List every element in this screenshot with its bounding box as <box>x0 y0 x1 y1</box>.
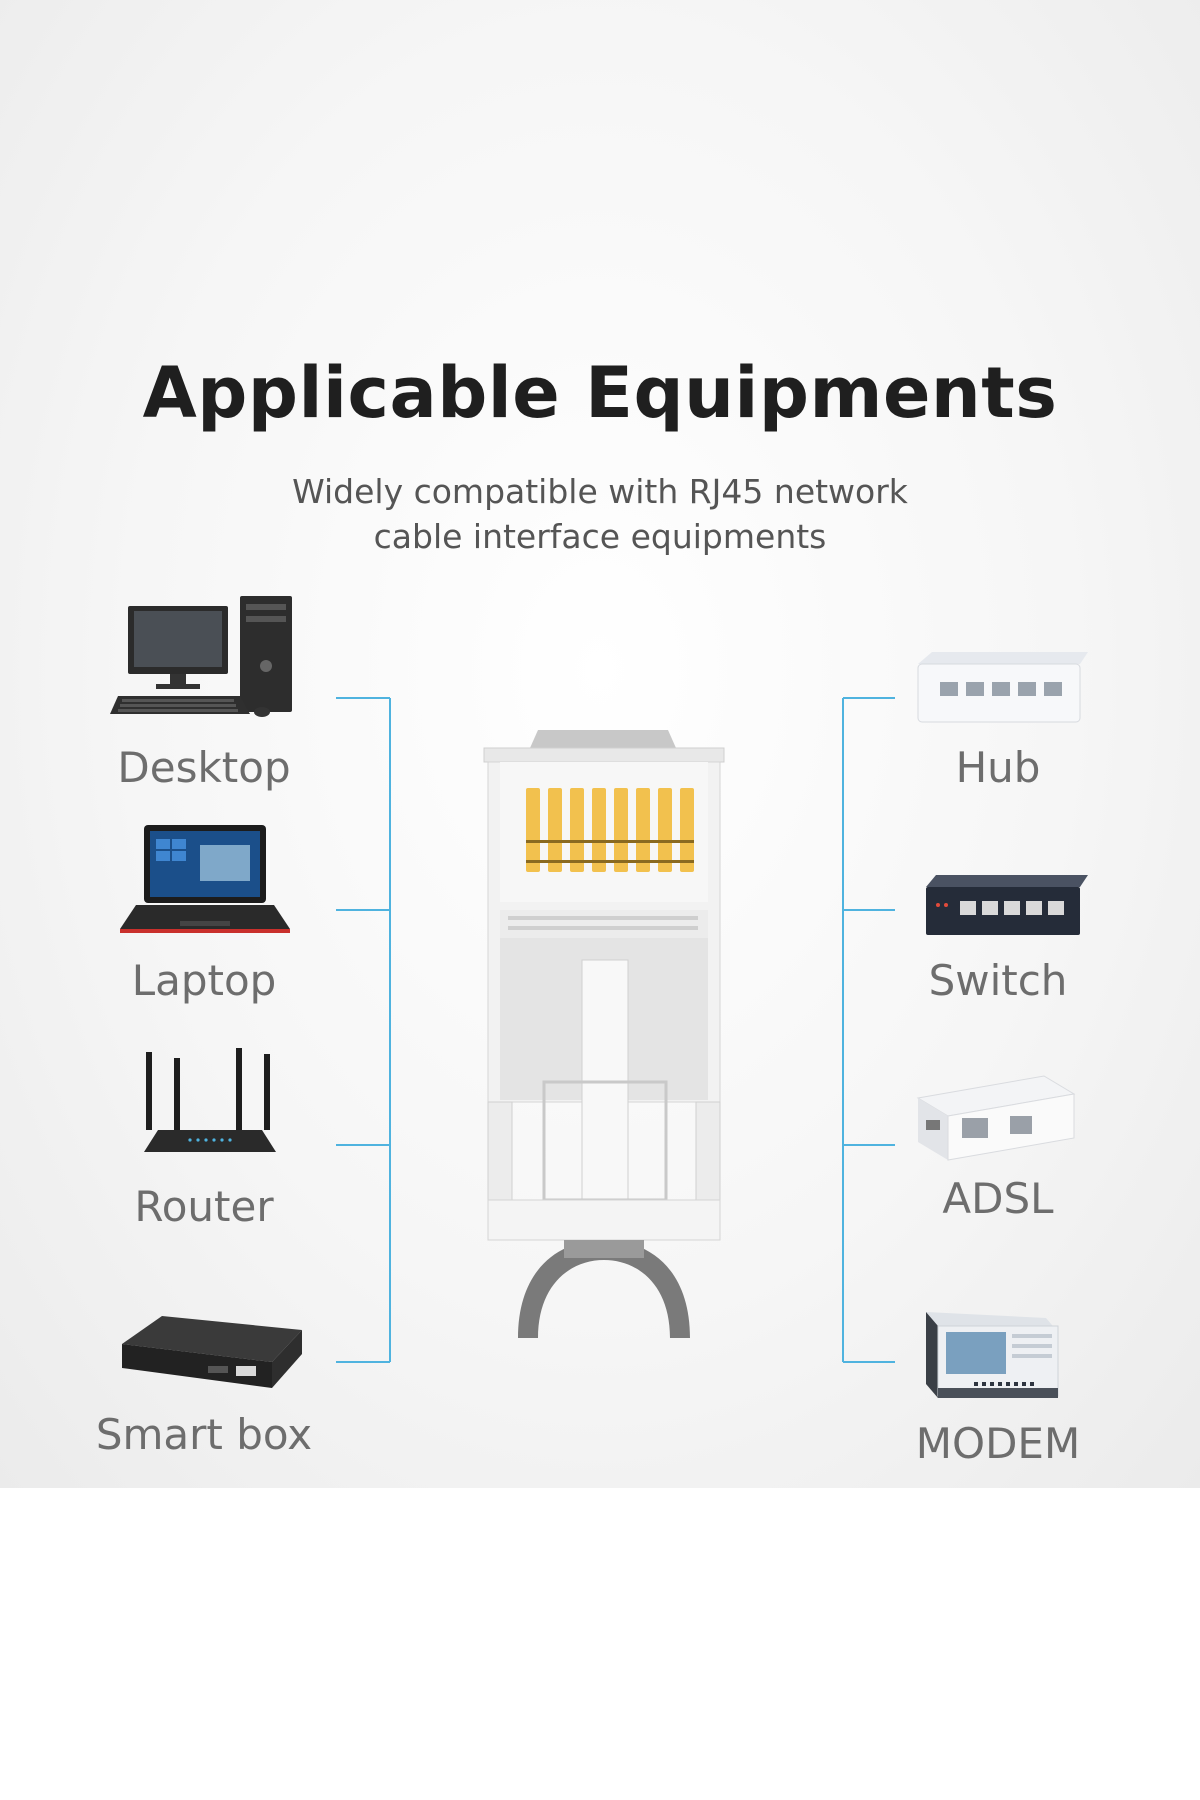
desktop-device <box>110 596 300 726</box>
label-hub: Hub <box>955 743 1041 792</box>
label-modem: MODEM <box>915 1419 1081 1468</box>
network-switch-icon <box>926 875 1088 935</box>
label-router: Router <box>134 1182 274 1231</box>
modem-icon <box>926 1312 1059 1398</box>
label-adsl: ADSL <box>942 1174 1054 1223</box>
smart-box-icon <box>122 1316 302 1388</box>
laptop-icon <box>120 825 290 933</box>
switch-device <box>926 875 1088 937</box>
adsl-splitter-icon <box>916 1075 1076 1161</box>
connector-lines <box>336 697 895 1363</box>
label-smart-box: Smart box <box>95 1410 313 1459</box>
subtitle-line-1: Widely compatible with RJ45 network <box>292 472 908 511</box>
rj45-connector <box>478 730 730 1338</box>
subtitle-line-2: cable interface equipments <box>373 517 827 556</box>
left-bracket <box>336 697 391 1363</box>
network-hub-icon <box>917 652 1088 723</box>
gold-pins-group <box>526 788 694 872</box>
desktop-computer-icon <box>110 596 292 717</box>
hub-device <box>917 652 1088 724</box>
modem-device <box>926 1312 1059 1398</box>
page-title: Applicable Equipments <box>142 352 1058 434</box>
right-bracket <box>842 697 895 1363</box>
router-device <box>140 1048 280 1160</box>
smart-box-device <box>122 1316 302 1390</box>
laptop-device <box>120 825 290 935</box>
label-desktop: Desktop <box>117 743 291 792</box>
wireless-router-icon <box>144 1048 276 1152</box>
adsl-device <box>916 1072 1076 1162</box>
label-switch: Switch <box>928 956 1068 1005</box>
label-laptop: Laptop <box>131 956 277 1005</box>
rj45-connector-icon <box>483 730 725 1338</box>
